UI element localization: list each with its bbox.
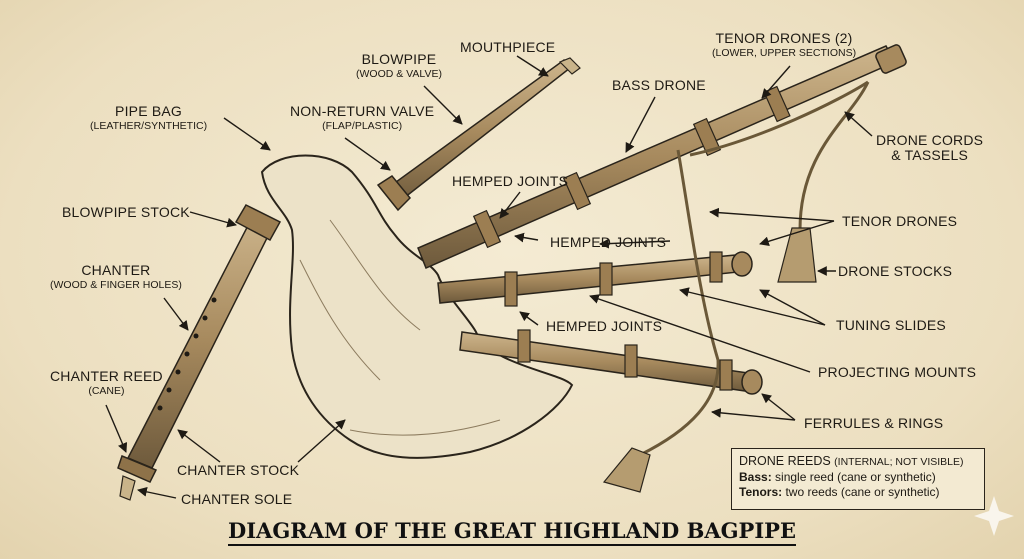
chanter bbox=[117, 204, 282, 501]
reeds-bass-label: Bass: bbox=[739, 469, 772, 484]
label-mouthpiece: MOUTHPIECE bbox=[460, 39, 556, 55]
reeds-heading-note: (INTERNAL; NOT VISIBLE) bbox=[834, 456, 964, 468]
label-drone-cords: DRONE CORDS & TASSELS bbox=[876, 132, 984, 163]
label-ferrules-rings: FERRULES & RINGS bbox=[804, 415, 944, 431]
label-chanter-sole: CHANTER SOLE bbox=[181, 491, 293, 507]
bass-drone bbox=[417, 44, 907, 269]
label-hemped-joints-3: HEMPED JOINTS bbox=[546, 318, 663, 334]
label-bass-drone: BASS DRONE bbox=[612, 77, 706, 93]
leader-lines bbox=[105, 55, 873, 499]
reeds-bass-text: single reed (cane or synthetic) bbox=[775, 469, 936, 484]
label-hemped-joints-1: HEMPED JOINTS bbox=[452, 173, 569, 189]
reeds-heading: DRONE REEDS bbox=[739, 454, 831, 468]
label-chanter: CHANTER (WOOD & FINGER HOLES) bbox=[50, 262, 182, 291]
label-non-return-valve: NON-RETURN VALVE (FLAP/PLASTIC) bbox=[290, 103, 435, 132]
tenor-drone-upper bbox=[437, 251, 753, 307]
label-tuning-slides: TUNING SLIDES bbox=[836, 317, 946, 333]
label-blowpipe-stock: BLOWPIPE STOCK bbox=[62, 204, 190, 220]
label-blowpipe: BLOWPIPE (WOOD & VALVE) bbox=[356, 51, 442, 80]
label-chanter-reed: CHANTER REED (CANE) bbox=[50, 368, 163, 397]
label-chanter-stock: CHANTER STOCK bbox=[177, 462, 300, 478]
tenor-drone-lower bbox=[459, 329, 763, 395]
label-tenor-drones: TENOR DRONES bbox=[842, 213, 958, 229]
sparkle-icon bbox=[974, 496, 1014, 536]
pipe-bag bbox=[260, 154, 574, 459]
drone-reeds-box: DRONE REEDS (INTERNAL; NOT VISIBLE) Bass… bbox=[731, 448, 985, 510]
diagram-title: DIAGRAM OF THE GREAT HIGHLAND BAGPIPE bbox=[0, 518, 1024, 546]
reeds-tenors-label: Tenors: bbox=[739, 485, 783, 500]
drone-cords bbox=[602, 80, 870, 493]
label-pipe-bag: PIPE BAG (LEATHER/SYNTHETIC) bbox=[90, 103, 208, 132]
label-tenor-drones-top: TENOR DRONES (2) (LOWER, UPPER SECTIONS) bbox=[712, 30, 857, 59]
label-hemped-joints-2: HEMPED JOINTS bbox=[550, 234, 667, 250]
reeds-tenors-text: two reeds (cane or synthetic) bbox=[785, 485, 940, 500]
blowpipe bbox=[376, 57, 581, 212]
label-drone-stocks: DRONE STOCKS bbox=[838, 263, 953, 279]
label-projecting-mounts: PROJECTING MOUNTS bbox=[818, 364, 977, 380]
